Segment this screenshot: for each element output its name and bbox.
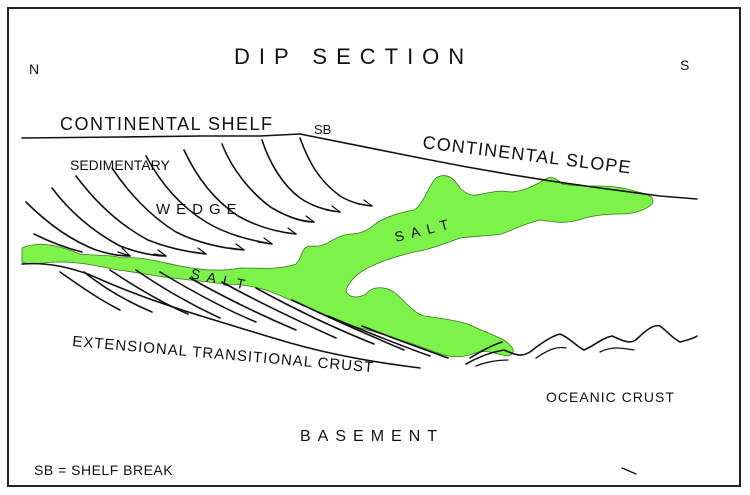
oceanic-crust-inner [475,346,635,367]
north-label: N [29,61,39,77]
tick-mark [621,467,637,475]
extensional-crust-label: EXTENSIONAL TRANSITIONAL CRUST [72,333,375,376]
growth-faults [25,137,373,257]
wedge-label: WEDGE [156,201,243,218]
seafloor-profile [21,133,698,200]
continental-slope-label: CONTINENTAL SLOPE [422,132,633,177]
oceanic-crust-label: OCEANIC CRUST [546,389,675,405]
sedimentary-label: SEDIMENTARY [70,157,170,173]
continental-shelf-label: CONTINENTAL SHELF [60,114,274,134]
basement-label: BASEMENT [300,428,444,445]
crust-fault-blocks [21,262,503,369]
diagram-title: DIP SECTION [234,44,473,69]
south-label: S [680,57,689,73]
salt-body [21,175,654,358]
oceanic-crust-profile [465,324,698,365]
shelf-break-label: SB [314,122,331,137]
legend-label: SB = SHELF BREAK [34,462,173,478]
